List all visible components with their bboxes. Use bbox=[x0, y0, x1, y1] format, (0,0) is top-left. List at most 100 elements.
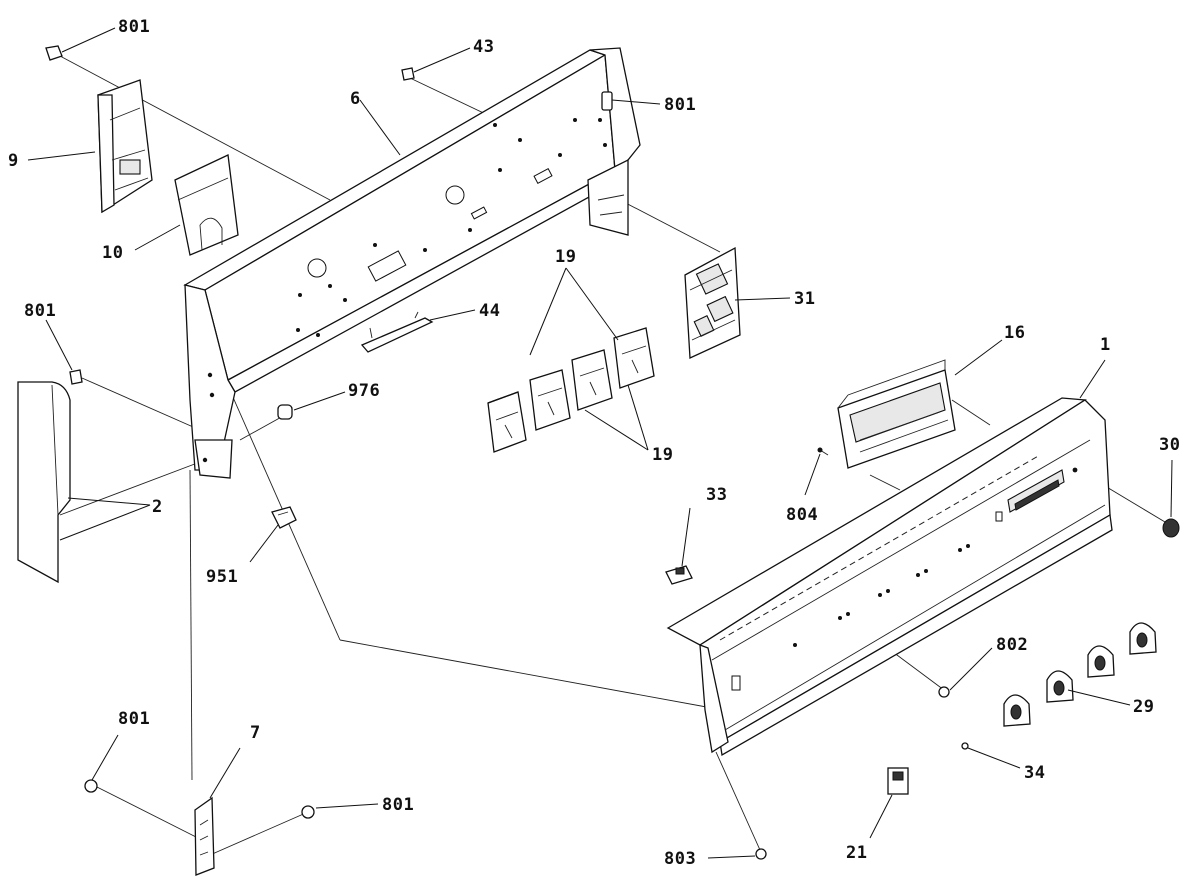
frame-dot bbox=[498, 168, 502, 172]
screw bbox=[938, 686, 950, 698]
frame-slot bbox=[367, 250, 407, 282]
leader bbox=[249, 524, 279, 563]
part-10-bracket bbox=[174, 154, 239, 256]
frame-dot bbox=[493, 123, 497, 127]
assembly-line bbox=[239, 414, 286, 441]
frame-left-end bbox=[184, 284, 236, 471]
part-9-detail bbox=[109, 107, 149, 191]
knob-center bbox=[1094, 655, 1106, 671]
panel-trim bbox=[711, 439, 1106, 731]
screw bbox=[301, 805, 315, 819]
part-44-body bbox=[360, 317, 434, 353]
leader bbox=[804, 453, 821, 496]
leader bbox=[611, 99, 661, 105]
frame-dot bbox=[518, 138, 522, 142]
leader bbox=[45, 319, 73, 371]
switch-top bbox=[487, 391, 519, 404]
panel-knob-hole bbox=[846, 612, 850, 616]
part-7-body bbox=[194, 796, 215, 876]
frame-dot bbox=[316, 333, 320, 337]
leader bbox=[707, 855, 756, 859]
callout-30: 30 bbox=[1159, 435, 1180, 455]
panel-knob-hole bbox=[958, 548, 962, 552]
frame-dot bbox=[209, 392, 215, 398]
callout-801: 801 bbox=[24, 301, 56, 321]
leader bbox=[315, 803, 379, 809]
part-2-end-cap bbox=[17, 381, 71, 584]
frame-right-foot-detail bbox=[597, 194, 625, 216]
leader bbox=[134, 224, 181, 251]
part-951-detail bbox=[277, 511, 289, 516]
part-9-side bbox=[97, 94, 115, 214]
callout-801: 801 bbox=[664, 95, 696, 115]
leader bbox=[529, 267, 567, 356]
part-31-control-board bbox=[684, 246, 741, 359]
panel-knob-hole bbox=[838, 616, 842, 620]
callout-44: 44 bbox=[479, 301, 500, 321]
panel-knob-hole bbox=[878, 593, 882, 597]
frame-dot bbox=[298, 293, 302, 297]
part-30-body bbox=[1162, 518, 1180, 538]
panel-knob-hole bbox=[793, 643, 797, 647]
frame-dot bbox=[343, 298, 347, 302]
switch bbox=[571, 349, 613, 411]
frame-dot bbox=[603, 143, 607, 147]
callout-16: 16 bbox=[1004, 323, 1025, 343]
frame-dot bbox=[207, 372, 213, 378]
part-1-control-panel bbox=[666, 397, 1113, 757]
part-33-tab bbox=[675, 567, 685, 575]
switch-detail bbox=[579, 367, 605, 396]
leader bbox=[91, 734, 119, 781]
callout-9: 9 bbox=[8, 151, 19, 171]
part-16-display-module bbox=[837, 359, 956, 469]
fasteners bbox=[45, 45, 969, 860]
callout-19: 19 bbox=[555, 247, 576, 267]
knob bbox=[1129, 622, 1157, 655]
knob-center bbox=[1053, 680, 1065, 696]
callout-801: 801 bbox=[118, 17, 150, 37]
back-panel-frame bbox=[183, 47, 641, 479]
callout-7: 7 bbox=[250, 723, 261, 743]
frame-dot bbox=[573, 118, 577, 122]
frame-dot bbox=[468, 228, 472, 232]
frame-slot bbox=[470, 206, 488, 220]
switch-body bbox=[571, 349, 613, 411]
callout-803: 803 bbox=[664, 849, 696, 869]
part-16-detail bbox=[859, 411, 949, 453]
leader bbox=[681, 507, 691, 567]
part-10-slot bbox=[199, 217, 223, 251]
part-9-tab bbox=[119, 159, 141, 175]
callout-1: 1 bbox=[1100, 335, 1111, 355]
frame-dot bbox=[202, 457, 208, 463]
leader bbox=[1170, 459, 1173, 518]
assembly-line bbox=[81, 377, 201, 431]
screw bbox=[69, 369, 83, 385]
leader bbox=[27, 151, 96, 161]
callout-804: 804 bbox=[786, 505, 818, 525]
screw bbox=[755, 848, 767, 860]
assembly-line bbox=[619, 199, 721, 253]
callout-976: 976 bbox=[348, 381, 380, 401]
frame-dot bbox=[328, 284, 332, 288]
switch bbox=[529, 369, 571, 431]
screw bbox=[817, 447, 823, 453]
part-30-cap bbox=[1162, 518, 1180, 538]
callout-801: 801 bbox=[382, 795, 414, 815]
part-976-body bbox=[277, 404, 293, 420]
panel-stripe bbox=[719, 454, 1041, 641]
part-951-clip bbox=[271, 506, 297, 529]
part-7-detail bbox=[199, 819, 209, 856]
leader bbox=[413, 47, 471, 73]
leader bbox=[949, 647, 993, 691]
leader bbox=[293, 391, 346, 411]
switch-detail bbox=[537, 387, 563, 416]
frame-slot bbox=[533, 168, 553, 184]
switch-body bbox=[529, 369, 571, 431]
part-19-switches bbox=[487, 327, 655, 453]
assembly-line bbox=[59, 461, 201, 516]
panel-knob-hole bbox=[886, 589, 890, 593]
assembly-line bbox=[715, 751, 761, 851]
assembly-line bbox=[869, 474, 901, 491]
